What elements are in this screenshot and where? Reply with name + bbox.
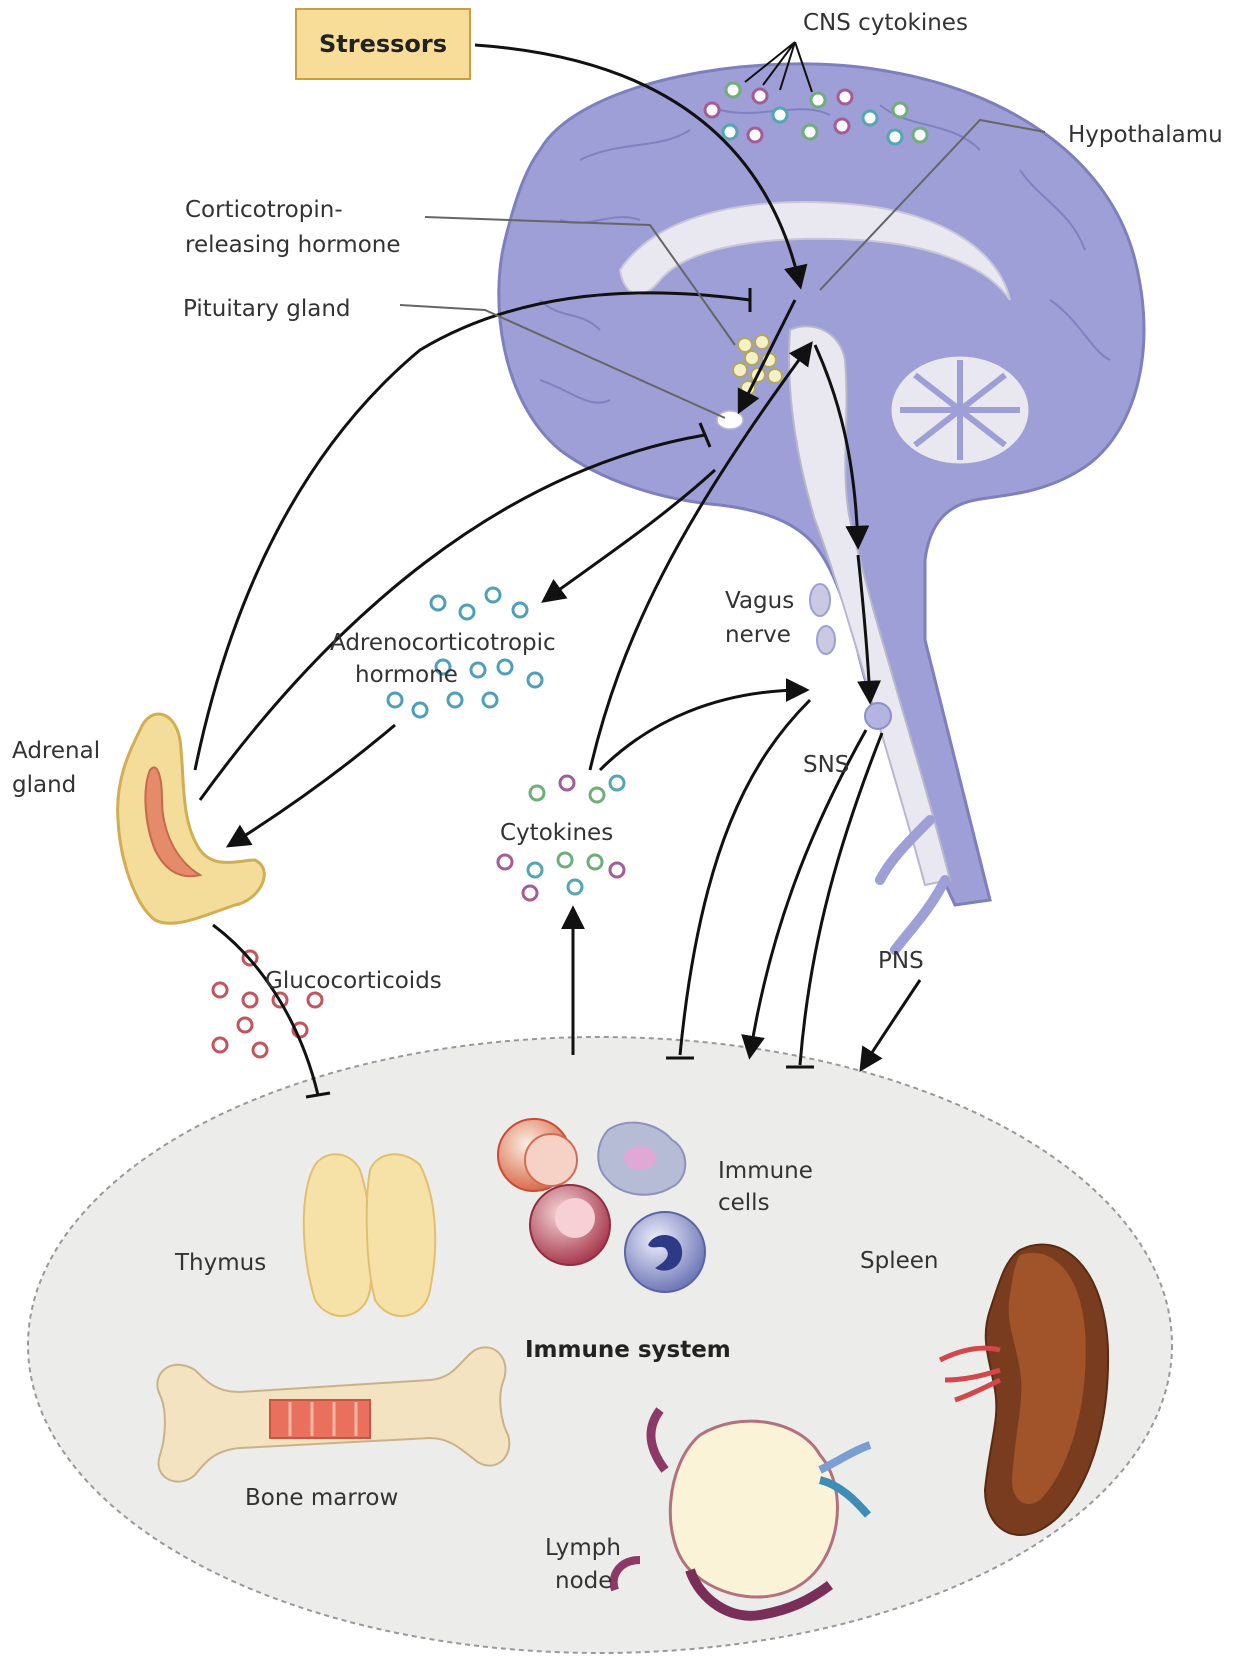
bone-marrow-label: Bone marrow xyxy=(245,1485,399,1511)
adrenal-label-line1: Adrenal xyxy=(12,738,101,764)
glucocorticoids-label: Glucocorticoids xyxy=(265,968,442,994)
hypothalamus-label: Hypothalamu xyxy=(1068,122,1223,148)
vagus-label-line1: Vagus xyxy=(725,588,795,614)
stressors-label: Stressors xyxy=(318,30,448,58)
cns-cytokines-label: CNS cytokines xyxy=(803,10,968,36)
adrenal-label-line2: gland xyxy=(12,772,77,798)
thymus xyxy=(302,1153,437,1317)
glucocorticoid-dots xyxy=(211,949,324,1059)
cytokine-dots xyxy=(496,774,626,902)
cytokines-label: Cytokines xyxy=(500,820,614,846)
thymus-label: Thymus xyxy=(175,1250,267,1276)
stressors-box: Stressors xyxy=(295,8,471,80)
acth-label-line1: Adrenocorticotropic xyxy=(330,630,556,656)
pituitary-label: Pituitary gland xyxy=(183,296,351,322)
sns-ganglion xyxy=(864,702,892,730)
immune-cells-label-line1: Immune xyxy=(718,1158,813,1184)
immune-system-label: Immune system xyxy=(525,1337,731,1363)
adrenal-gland xyxy=(116,712,266,925)
cerebellum xyxy=(888,353,1032,467)
immune-cells-illustration xyxy=(497,1118,706,1293)
sns-label: SNS xyxy=(803,752,850,778)
crh-label-line1: Corticotropin- xyxy=(185,197,343,223)
pns-label: PNS xyxy=(878,948,924,974)
lymph-node-label-line1: Lymph xyxy=(545,1535,621,1561)
bone-marrow-bone xyxy=(156,1346,511,1483)
brainstem xyxy=(788,325,952,887)
immune-cells-label-line2: cells xyxy=(718,1190,770,1216)
pituitary-gland xyxy=(716,410,744,430)
corpus-callosum xyxy=(618,201,1011,301)
spleen xyxy=(938,1243,1110,1536)
acth-dots xyxy=(386,586,544,719)
crh-label-line2: releasing hormone xyxy=(185,232,401,258)
spleen-label: Spleen xyxy=(860,1248,939,1274)
vagus-label-line2: nerve xyxy=(725,622,791,648)
pathway-arrows xyxy=(193,41,1046,1099)
lymph-node-label-line2: node xyxy=(555,1568,613,1594)
cns-cytokine-dots xyxy=(703,81,929,146)
acth-label-line2: hormone xyxy=(355,662,458,688)
brain xyxy=(497,62,1146,955)
lymph-node xyxy=(609,1407,872,1621)
